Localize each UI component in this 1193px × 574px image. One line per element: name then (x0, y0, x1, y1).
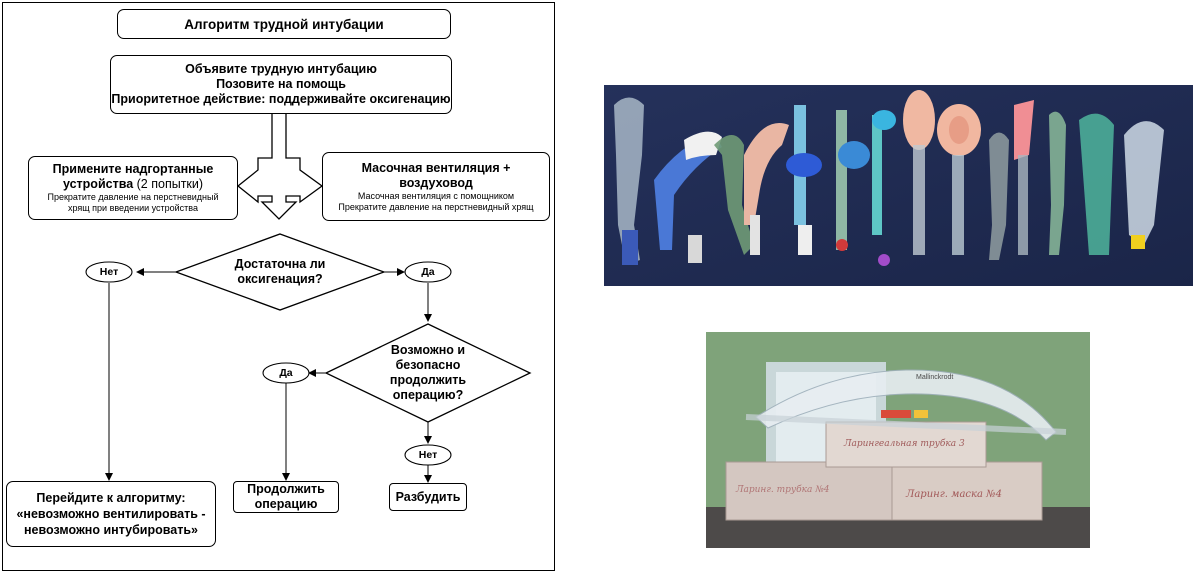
decision-2-line-2: безопасно (395, 358, 461, 372)
label-yes-1: Да (421, 266, 435, 278)
decision-2-line-4: операцию? (392, 388, 464, 402)
mask-title-1: Масочная вентиляция + (361, 160, 511, 175)
laryngeal-tube-illustration: Mallinckrodt Ларингеальная трубка 3 Лари… (706, 332, 1090, 548)
mask-note-1: Масочная вентиляция с помощником (357, 190, 515, 201)
tube-brand-text: Mallinckrodt (916, 374, 953, 381)
cvci-line-1: Перейдите к алгоритму: (36, 491, 186, 505)
box-top-label: Ларингеальная трубка 3 (843, 438, 965, 449)
start-line-2: Позовите на помощь (216, 77, 346, 91)
box-left-label: Ларинг. трубка №4 (735, 484, 830, 495)
decision-2-text: Возможно и безопасно продолжить операцию… (368, 343, 488, 403)
oval-no-2 (404, 444, 452, 466)
cvci-line-2: «невозможно вентилировать - (16, 507, 206, 521)
supraglottic-attempts: (2 попытки) (133, 177, 204, 191)
label-no-2: Нет (418, 449, 438, 461)
mask-ventilation-box: Масочная вентиляция + воздуховод Масочна… (322, 152, 550, 221)
decision-1-text: Достаточна ли оксигенация? (200, 257, 360, 287)
laryngeal-tube-photo: Mallinckrodt Ларингеальная трубка 3 Лари… (706, 332, 1090, 548)
start-box: Объявите трудную интубацию Позовите на п… (110, 55, 452, 114)
continue-line-2: операцию (254, 497, 318, 511)
block-arrow (236, 112, 324, 220)
label-no-1: Нет (99, 266, 119, 278)
airway-devices-illustration (604, 85, 1193, 286)
supraglottic-note-2: хрящ при введении устройства (67, 203, 198, 213)
title-text: Алгоритм трудной интубации (184, 16, 384, 32)
mask-note-2: Прекратите давление на перстневидный хря… (338, 201, 534, 212)
title-box: Алгоритм трудной интубации (117, 9, 451, 39)
mask-title-2: воздуховод (399, 175, 473, 190)
wake-up-box: Разбудить (389, 483, 467, 511)
supraglottic-note-1: Прекратите давление на перстневидный (47, 192, 219, 202)
start-line-3: Приоритетное действие: поддерживайте окс… (111, 92, 451, 106)
oval-no-1 (85, 261, 133, 283)
cvci-line-3: невозможно интубировать» (24, 523, 198, 537)
decision-1-line-1: Достаточна ли (234, 257, 326, 271)
oval-yes-1 (404, 261, 452, 283)
decision-2-line-3: продолжить (389, 373, 467, 387)
wake-up-text: Разбудить (395, 489, 461, 504)
box-right-label: Ларинг. маска №4 (905, 489, 1002, 500)
supraglottic-title-2: устройства (62, 177, 134, 191)
start-line-1: Объявите трудную интубацию (185, 62, 377, 76)
label-yes-2: Да (279, 367, 293, 379)
flowchart-connectors (85, 112, 532, 483)
continue-surgery-box: Продолжить операцию (233, 481, 339, 513)
airway-devices-photo (604, 85, 1193, 286)
supraglottic-box: Примените надгортанные устройства (2 поп… (28, 156, 238, 220)
supraglottic-title: Примените надгортанные (52, 162, 214, 176)
continue-line-1: Продолжить (247, 482, 325, 496)
flowchart-frame (2, 2, 555, 571)
decision-2-line-1: Возможно и (390, 343, 466, 357)
cvci-algorithm-box: Перейдите к алгоритму: «невозможно венти… (6, 481, 216, 547)
decision-diamond-1 (174, 233, 386, 311)
oval-yes-2 (262, 362, 310, 384)
decision-1-line-2: оксигенация? (237, 272, 323, 286)
